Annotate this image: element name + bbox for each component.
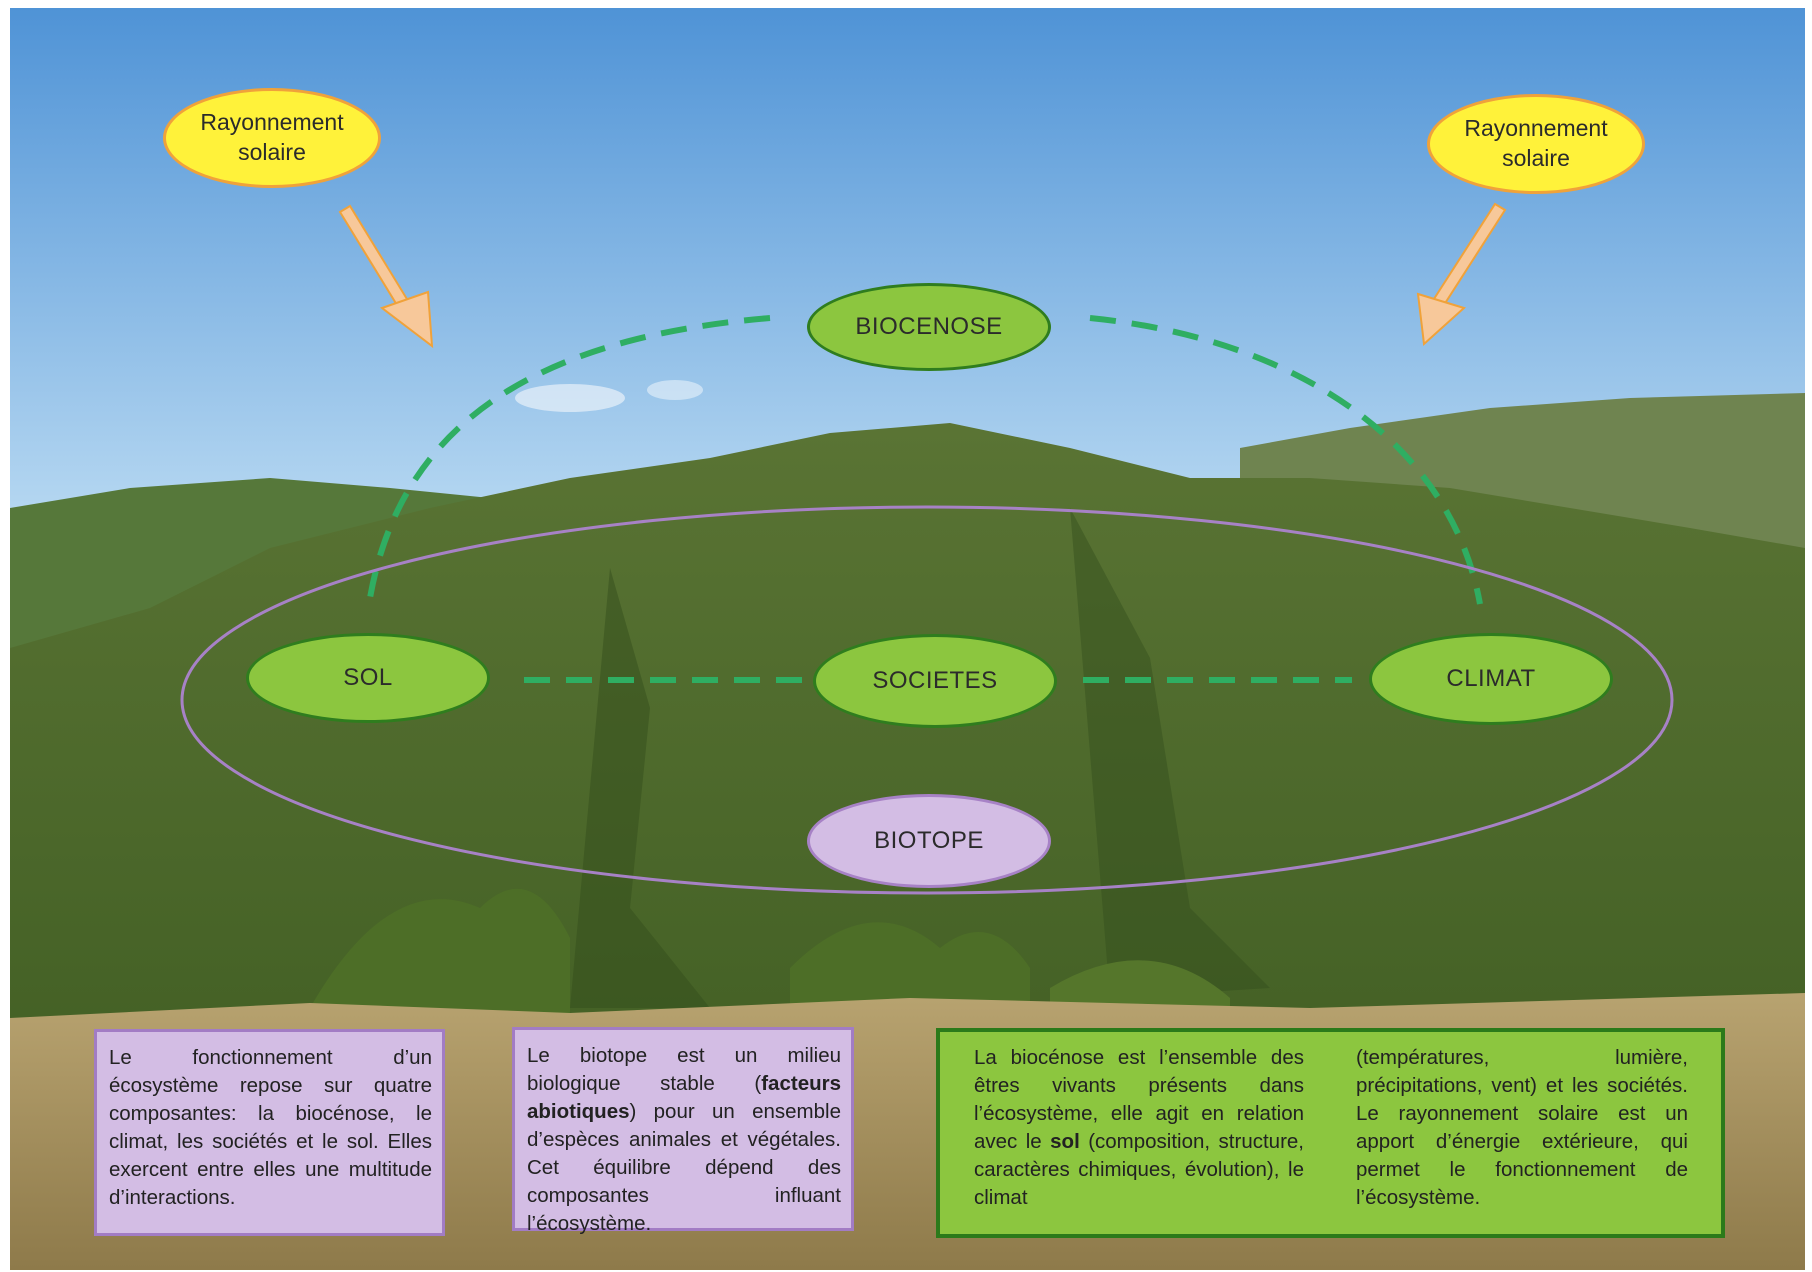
climat-node: CLIMAT — [1369, 633, 1613, 725]
cloud — [647, 380, 703, 400]
solar-radiation-left-line1: Rayonnement — [200, 109, 344, 136]
text-box-biocenose-text1: La biocénose est l’ensemble des êtres vi… — [974, 1046, 1304, 1153]
solar-radiation-left-line2: solaire — [238, 139, 306, 165]
link-biocenose-climat — [1089, 315, 1483, 605]
biocenose-node: BIOCENOSE — [807, 283, 1051, 371]
cloud — [515, 384, 625, 412]
link-biocenose-sol — [367, 315, 771, 599]
diagram-scene: Rayonnement solaire Rayonnement solaire … — [10, 8, 1805, 1270]
text-box-biocenose: La biocénose est l’ensemble des êtres vi… — [936, 1028, 1725, 1238]
solar-radiation-right: Rayonnement solaire — [1427, 94, 1645, 194]
text-box-biocenose-text3: (températures, lumière, précipitations, … — [1356, 1046, 1688, 1209]
text-box-ecosystem-text: Le fonctionnement d’un écosystème repose… — [109, 1046, 432, 1209]
text-box-biocenose-text2: (composition, structure, caractères chim… — [974, 1130, 1304, 1209]
diagram-links — [180, 202, 1674, 895]
solar-radiation-right-line2: solaire — [1502, 145, 1570, 171]
sun-arrow-right — [1416, 202, 1507, 347]
text-box-biocenose-col2: (températures, lumière, précipitations, … — [1356, 1044, 1688, 1212]
text-box-biotope-bold: facteurs abiotiques — [527, 1072, 841, 1123]
text-box-biotope: Le biotope est un milieu biologique stab… — [512, 1027, 854, 1235]
societes-node: SOCIETES — [813, 634, 1057, 728]
text-box-biotope-text2: ) pour un ensemble d’espèces animales et… — [527, 1100, 841, 1235]
solar-radiation-right-line1: Rayonnement — [1464, 115, 1608, 142]
solar-radiation-left: Rayonnement solaire — [163, 88, 381, 188]
text-box-biotope-text1: Le biotope est un milieu biologique stab… — [527, 1044, 841, 1095]
sol-node: SOL — [246, 633, 490, 723]
biotope-ring — [180, 505, 1674, 895]
foreground-trees — [310, 888, 570, 1028]
text-box-biocenose-col1: La biocénose est l’ensemble des êtres vi… — [974, 1044, 1304, 1212]
biotope-node: BIOTOPE — [807, 794, 1051, 888]
ridge-shadow — [1070, 508, 1270, 998]
text-box-ecosystem: Le fonctionnement d’un écosystème repose… — [94, 1029, 445, 1236]
sun-arrow-left — [338, 204, 434, 349]
ridge-shadow — [570, 568, 710, 1008]
text-box-biocenose-bold: sol — [1050, 1130, 1080, 1153]
